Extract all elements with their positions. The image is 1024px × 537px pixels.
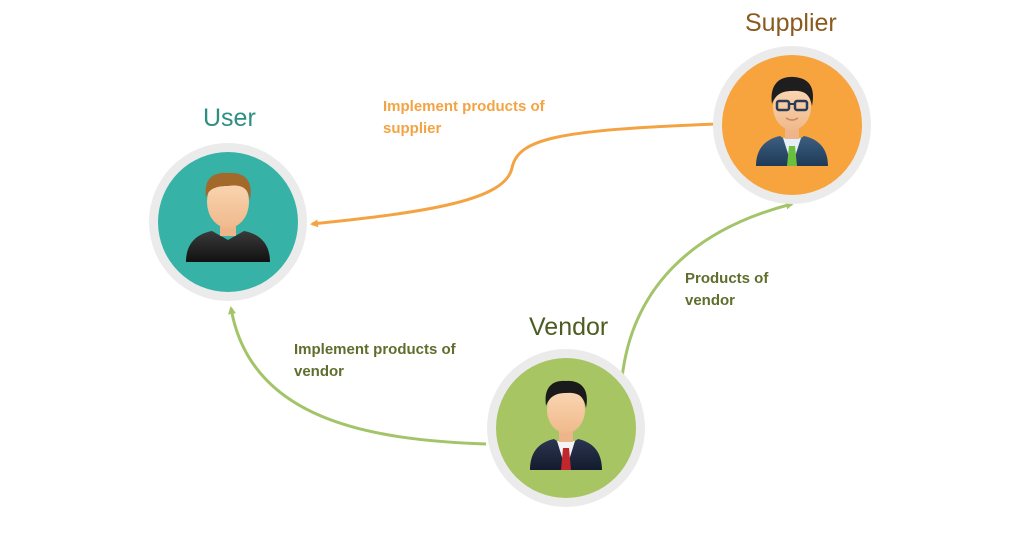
- edge-label-supplier-to-user: Implement products of supplier: [383, 96, 545, 140]
- person-casual-icon: [186, 172, 270, 262]
- supplier-title: Supplier: [745, 9, 837, 37]
- edge-label-vendor-to-supplier: Products of vendor: [685, 268, 768, 312]
- edge-label-line: supplier: [383, 120, 442, 137]
- edge-label-line: Implement products of: [294, 341, 456, 358]
- businessman-glasses-icon: [756, 76, 828, 166]
- node-supplier: [713, 46, 871, 204]
- edge-label-line: Implement products of: [383, 98, 545, 115]
- edge-vendor-to-user: [228, 306, 487, 446]
- edge-label-line: vendor: [294, 363, 345, 380]
- user-title: User: [203, 104, 256, 132]
- edge-label-line: vendor: [685, 292, 736, 309]
- edge-label-line: Products of: [685, 270, 769, 287]
- edge-vendor-to-supplier: [620, 201, 794, 379]
- edge-supplier-to-user: [310, 122, 717, 228]
- vendor-title: Vendor: [529, 313, 609, 341]
- node-user: [149, 143, 307, 301]
- businessman-tie-icon: [530, 380, 602, 470]
- edge-label-vendor-to-user: Implement products of vendor: [294, 339, 456, 383]
- node-vendor: [487, 349, 645, 507]
